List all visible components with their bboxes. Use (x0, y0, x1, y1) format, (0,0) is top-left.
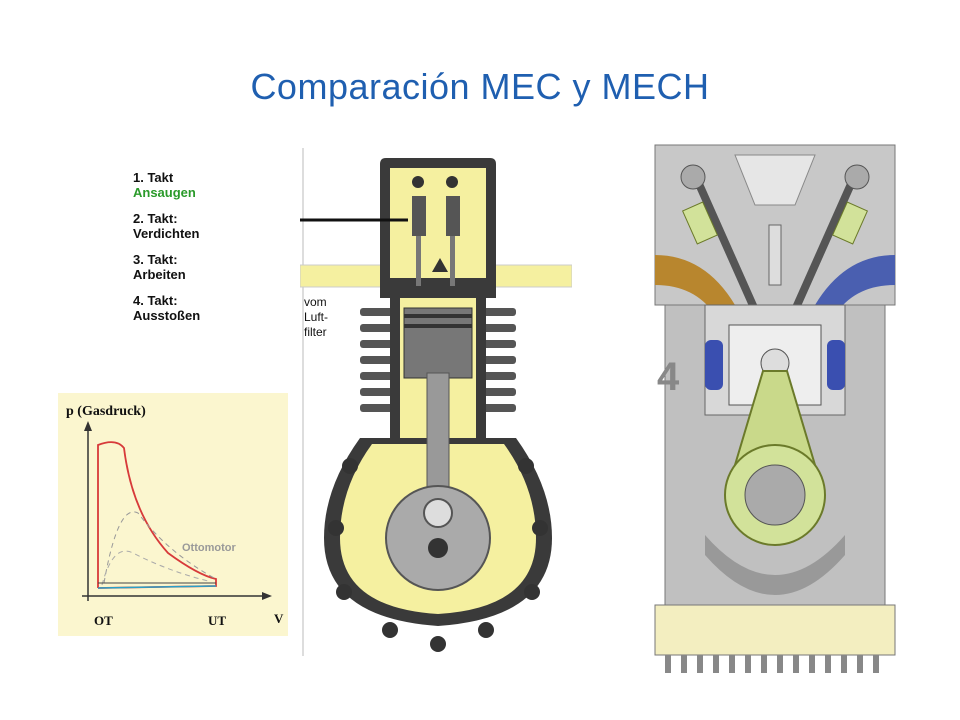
cam-left (680, 164, 706, 190)
flow-arrow (432, 258, 448, 272)
stroke-item-1: 1. Takt Ansaugen (133, 170, 273, 200)
stroke-item-3: 3. Takt: Arbeiten (133, 252, 273, 282)
piston-ring-2 (404, 324, 472, 328)
two-stroke-engine-diagram: vom Luft- filter (300, 148, 572, 656)
rocker-left (412, 176, 424, 188)
stroke-item-2: 2. Takt: Verdichten (133, 211, 273, 241)
crank-journal (744, 464, 806, 526)
stroke-label: 1. Takt (133, 170, 174, 185)
valve-spring-left (681, 201, 719, 245)
valve-spring-right (831, 201, 869, 245)
water-jacket-right (827, 340, 845, 390)
stroke-name: Ausstoßen (133, 308, 201, 323)
pv-background (58, 393, 288, 636)
valve-spring-left (412, 196, 426, 236)
spark-plug (768, 224, 782, 286)
intake-line (97, 585, 217, 589)
pv-diagram: p (Gasdruck) Ottomotor OT UT V (58, 393, 288, 636)
water-jacket-left (705, 340, 723, 390)
valve-spring-right (446, 196, 460, 236)
stroke-name: Ansaugen (133, 185, 196, 200)
sump-fins (665, 655, 879, 673)
y-axis-arrow (84, 421, 92, 431)
head-chamber (390, 168, 486, 278)
stroke-item-4: 4. Takt: Ausstoßen (133, 293, 273, 323)
crank-shaft (428, 538, 448, 558)
intake-label-line-1: vom (304, 295, 327, 309)
curve-label: Ottomotor (182, 542, 236, 554)
pv-ylabel: p (Gasdruck) (66, 404, 146, 419)
intake-label-line-2: Luft- (304, 310, 328, 324)
dashed-curve-2 (101, 550, 209, 586)
four-stroke-engine-diagram: 4 (645, 135, 905, 690)
oil-sump (654, 604, 896, 656)
bolts (328, 458, 548, 652)
stroke-name: Verdichten (133, 226, 200, 241)
cam-right (844, 164, 870, 190)
counterweight (705, 535, 845, 595)
x-tick-ot: OT (94, 613, 113, 628)
pv-xlabel: V (274, 611, 284, 626)
stroke-label: 4. Takt: (133, 293, 178, 308)
stroke-name: Arbeiten (133, 267, 186, 282)
valve-right (791, 173, 859, 312)
intake-label-line-3: filter (304, 325, 327, 339)
dashed-curve-1 (103, 511, 217, 584)
valve-left (691, 173, 759, 312)
stroke-list: 1. Takt Ansaugen 2. Takt: Verdichten 3. … (133, 170, 273, 334)
stroke-label: 2. Takt: (133, 211, 178, 226)
x-tick-ut: UT (208, 613, 226, 628)
valve-stem-right (450, 236, 455, 286)
rocker-right (446, 176, 458, 188)
combustion-dome (734, 154, 816, 206)
intake-port (655, 255, 735, 315)
exhaust-port (815, 255, 895, 315)
piston (403, 307, 473, 379)
slide-title: Comparación MEC y MECH (250, 66, 710, 107)
valve-stem-left (416, 236, 421, 286)
crank-pin (423, 498, 453, 528)
otto-cycle-curve (97, 441, 217, 589)
stroke-label: 3. Takt: (133, 252, 178, 267)
step-number: 4 (657, 355, 680, 399)
piston-ring-1 (404, 314, 472, 318)
x-axis-arrow (262, 592, 272, 600)
block-top (380, 288, 496, 298)
